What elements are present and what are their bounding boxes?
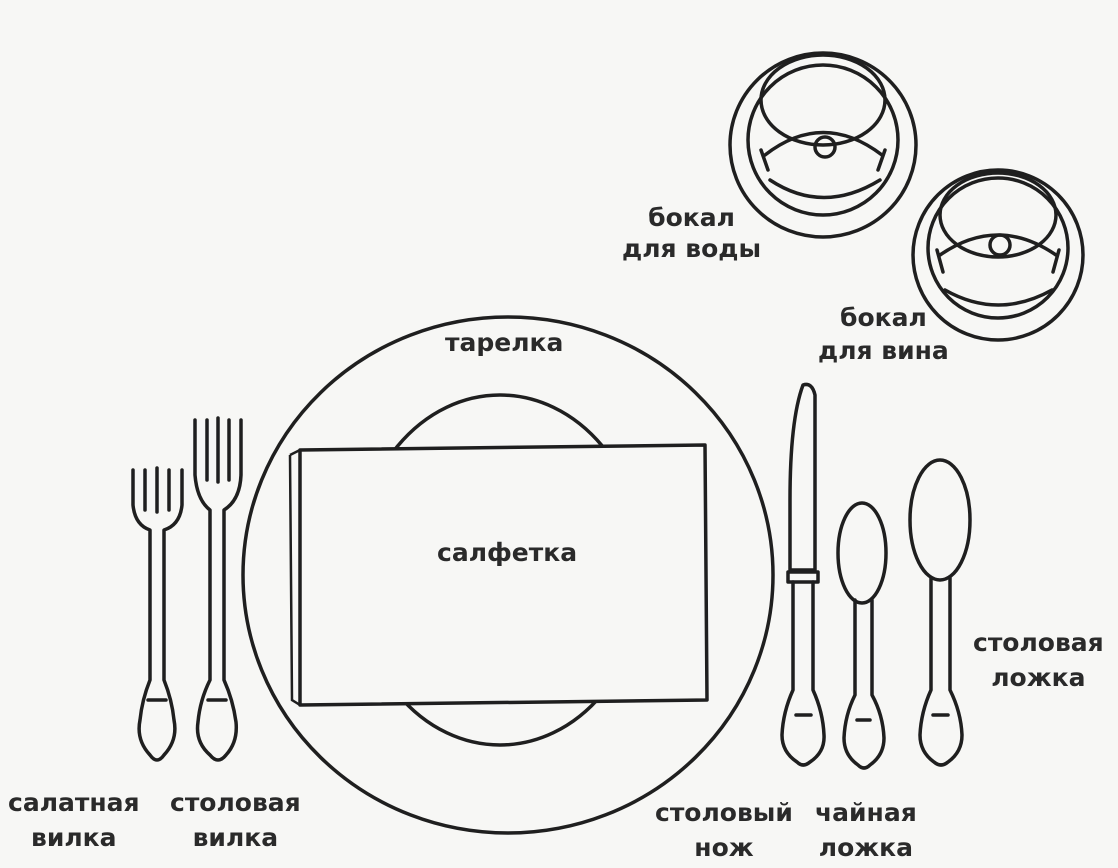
salad-fork-label-line1: салатная xyxy=(8,790,140,815)
dinner-fork-label-line1: столовая xyxy=(170,790,301,815)
dinner-fork-label-line2: вилка xyxy=(170,825,301,850)
tablespoon-label: столовая ложка xyxy=(973,630,1104,690)
water-glass-label: бокал для воды xyxy=(622,205,761,261)
teaspoon-label-line2: ложка xyxy=(815,835,917,860)
dinner-fork-icon xyxy=(195,418,241,760)
dinner-fork-label: столовая вилка xyxy=(170,790,301,850)
dinner-knife-label-line1: столовый xyxy=(655,800,793,825)
dinner-knife-icon xyxy=(782,384,824,765)
wine-glass-label: бокал для вина xyxy=(818,305,949,363)
tablespoon-label-line1: столовая xyxy=(973,630,1104,655)
water-glass-label-line1: бокал xyxy=(622,205,761,230)
teaspoon-label: чайная ложка xyxy=(815,800,917,860)
water-glass-label-line2: для воды xyxy=(622,236,761,261)
plate-label: тарелка xyxy=(445,330,563,355)
napkin-icon xyxy=(290,445,707,705)
salad-fork-icon xyxy=(133,468,182,760)
dinner-knife-label: столовый нож xyxy=(655,800,793,860)
salad-fork-label-line2: вилка xyxy=(8,825,140,850)
salad-fork-label: салатная вилка xyxy=(8,790,140,850)
napkin-label: салфетка xyxy=(437,540,577,565)
tablespoon-icon xyxy=(910,460,970,765)
teaspoon-label-line1: чайная xyxy=(815,800,917,825)
wine-glass-label-line1: бокал xyxy=(818,305,949,330)
dinner-knife-label-line2: нож xyxy=(655,835,793,860)
teaspoon-icon xyxy=(838,503,886,768)
wine-glass-label-line2: для вина xyxy=(818,338,949,363)
tablespoon-label-line2: ложка xyxy=(973,665,1104,690)
